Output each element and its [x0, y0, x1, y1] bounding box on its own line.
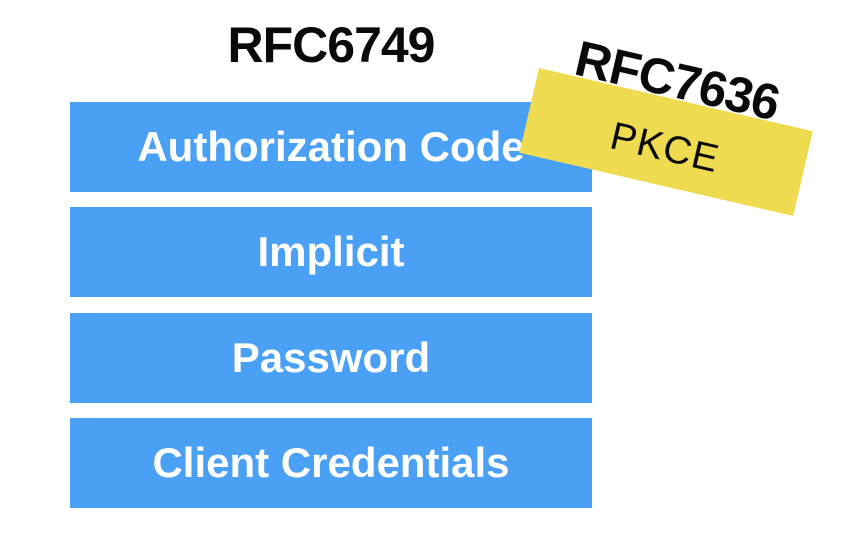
flow-bar-label: Client Credentials — [152, 439, 510, 486]
flow-bar-label: Implicit — [257, 228, 405, 275]
flow-bar-label: Password — [231, 334, 431, 381]
pkce-sticker-label: PKCE — [606, 114, 724, 181]
flow-bar-implicit: Implicit — [70, 207, 592, 297]
flow-bar-password: Password — [70, 313, 592, 403]
flow-bar-authorization-code: Authorization Code — [70, 102, 592, 192]
rfc6749-heading: RFC6749 — [227, 17, 436, 73]
flow-bar-client-credentials: Client Credentials — [70, 418, 592, 508]
flow-bar-label: Authorization Code — [137, 123, 525, 170]
